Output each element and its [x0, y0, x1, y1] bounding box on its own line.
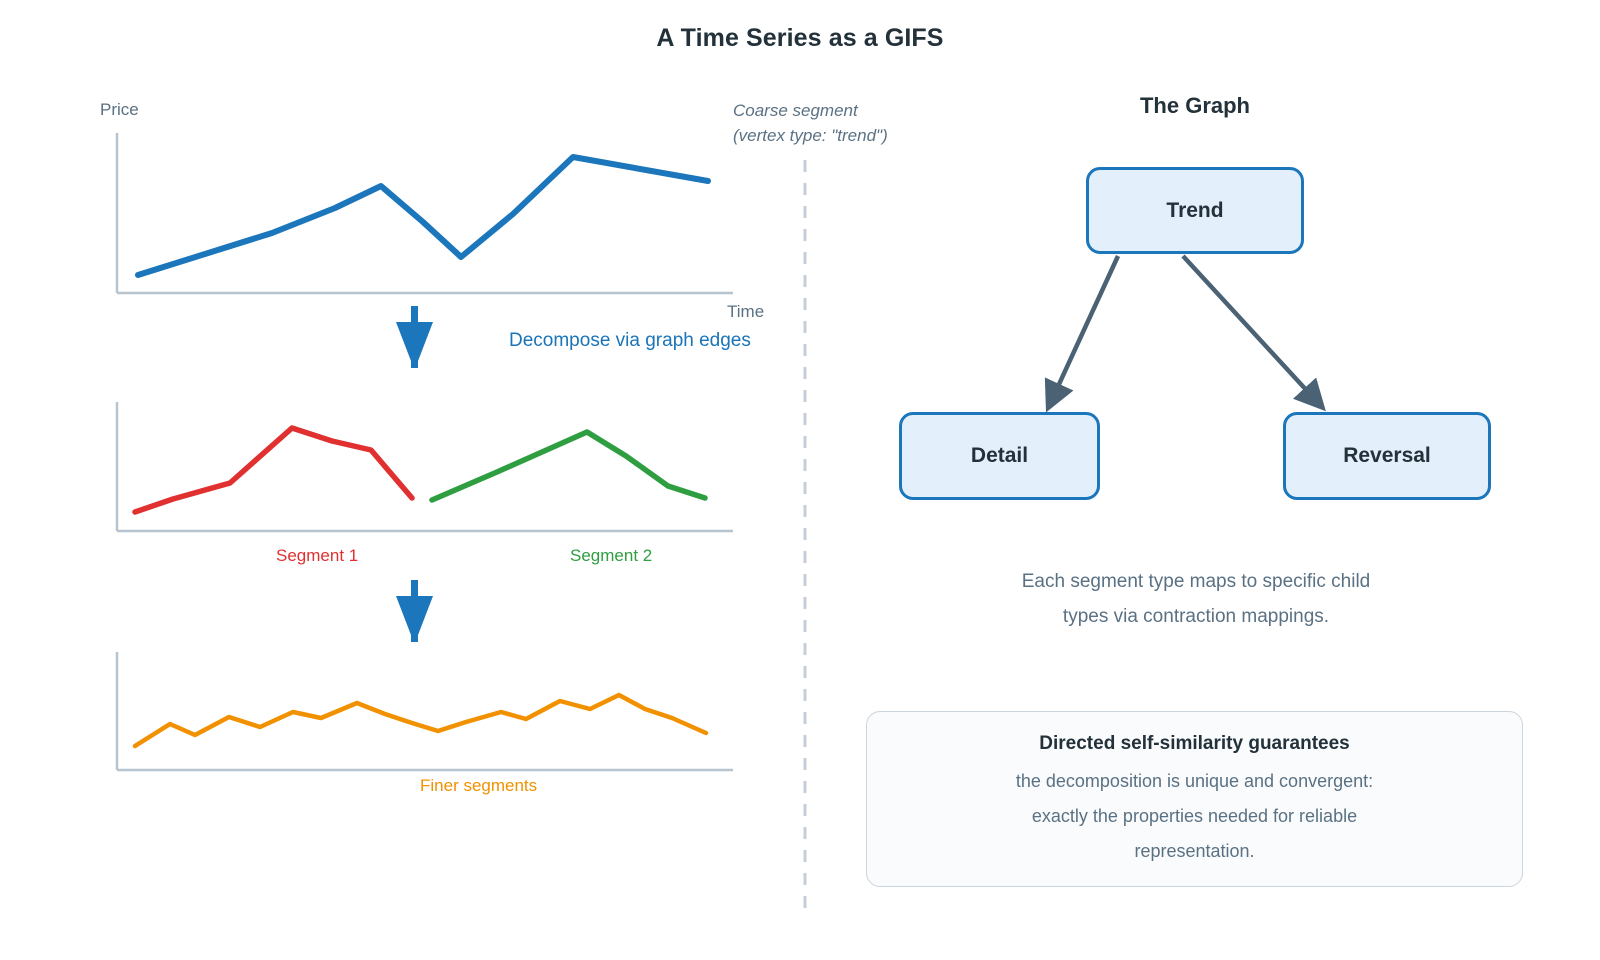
graph-node-trend[interactable]: Trend	[1086, 167, 1304, 254]
edge-trend-to-reversal	[1181, 254, 1326, 412]
price-axis-label: Price	[100, 100, 139, 119]
finer-series-line	[132, 692, 709, 749]
down-arrow-icon-1	[396, 306, 433, 368]
panel-divider	[803, 160, 807, 912]
coarse-segment-note-line1: Coarse segment	[733, 101, 858, 120]
finer-segments-caption: Finer segments	[420, 776, 538, 795]
graph-node-reversal-label: Reversal	[1343, 444, 1431, 467]
graph-node-trend-label: Trend	[1166, 198, 1224, 222]
guarantees-callout-body: the decomposition is unique and converge…	[1015, 771, 1374, 861]
graph-edges	[1044, 254, 1326, 413]
coarse-series-line	[135, 154, 711, 278]
graph-section-title: The Graph	[1139, 93, 1250, 118]
guarantees-callout: Directed self-similarity guarantees the …	[866, 711, 1523, 887]
coarse-series-chart	[115, 133, 733, 295]
page-title: A Time Series as a GIFS	[656, 24, 944, 52]
coarse-segment-note-line2: (vertex type: "trend")	[733, 126, 888, 145]
graph-node-detail-label: Detail	[970, 444, 1029, 467]
time-axis-label: Time	[727, 302, 765, 321]
finer-series-chart	[115, 652, 733, 772]
decompose-label: Decompose via graph edges	[509, 330, 751, 351]
graph-node-detail[interactable]: Detail	[899, 412, 1100, 500]
segment2-caption: Segment 2	[570, 546, 653, 565]
edge-trend-to-detail	[1044, 255, 1121, 413]
guarantees-callout-title: Directed self-similarity guarantees	[1039, 733, 1350, 754]
mapping-note: Each segment type maps to specific child…	[1021, 571, 1371, 627]
segment1-line	[132, 425, 415, 515]
segments-chart	[115, 402, 733, 533]
segment2-line	[429, 429, 708, 503]
segment1-caption: Segment 1	[276, 546, 359, 565]
graph-node-reversal[interactable]: Reversal	[1283, 412, 1491, 500]
coarse-segment-note: Coarse segment (vertex type: "trend")	[733, 98, 888, 148]
down-arrow-icon-2	[396, 580, 433, 642]
